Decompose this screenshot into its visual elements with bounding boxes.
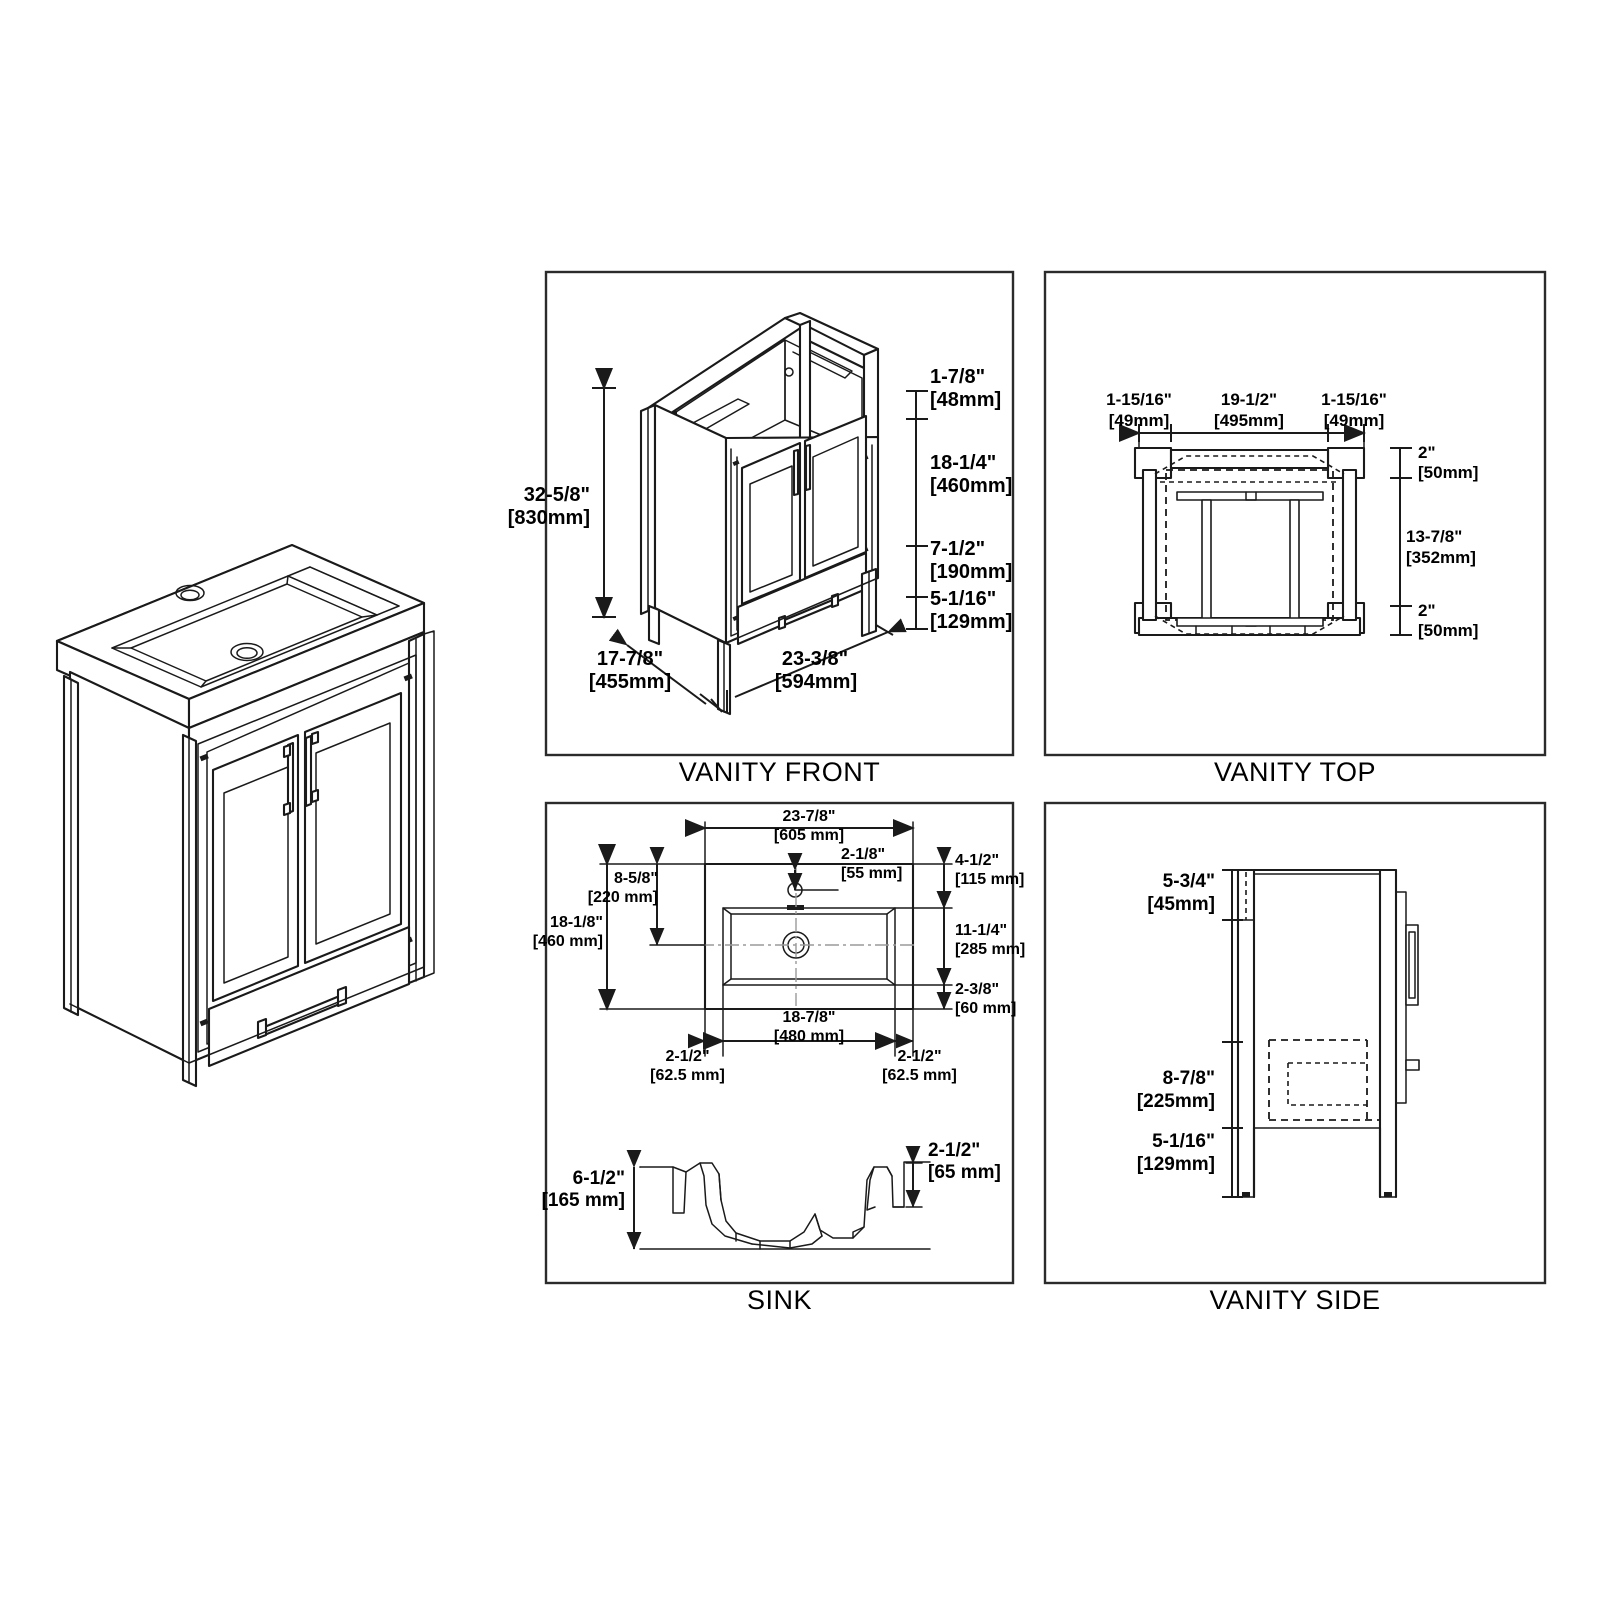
vanity-top-dimension-lines — [1119, 424, 1412, 636]
panel-title-vanity-top: VANITY TOP — [1213, 757, 1377, 787]
dim-vs-drawer-in: 8-7/8" — [1162, 1068, 1215, 1089]
dim-vt-toprail-mm: [50mm] — [1418, 463, 1479, 482]
dim-sink-frontledge-mm: [60 mm] — [955, 1000, 1017, 1017]
dim-vt-rightmargin-in: 1-15/16" — [1321, 390, 1387, 409]
dim-sink-basindepth-mm: [285 mm] — [955, 941, 1026, 958]
dim-sink-width-mm: [605 mm] — [773, 827, 845, 844]
dim-sink-section-height-in: 6-1/2" — [572, 1168, 625, 1189]
dim-vt-innerdepth-mm: [352mm] — [1406, 548, 1476, 567]
dim-vf-drawer-in: 7-1/2" — [930, 538, 986, 560]
dim-vf-leg-in: 5-1/16" — [930, 588, 997, 610]
door-handle-right — [304, 730, 320, 808]
dim-vf-width-in: 23-3/8" — [781, 648, 849, 670]
sink-cross-section — [626, 1145, 931, 1250]
dim-sink-basindepth-in: 11-1/4" — [955, 922, 1008, 939]
vanity-side-dimension-lines — [1222, 869, 1243, 1198]
dim-vt-bottomrail-mm: [50mm] — [1418, 621, 1479, 640]
dim-sink-basincenter-mm: [220 mm] — [587, 889, 658, 906]
dim-vt-innerwidth-mm: [495mm] — [1214, 411, 1284, 430]
dim-vf-topband-in: 1-7/8" — [930, 366, 986, 388]
dim-vs-leg-in: 5-1/16" — [1152, 1131, 1215, 1152]
dim-vf-width-mm: [594mm] — [774, 671, 858, 693]
dim-vf-door-mm: [460mm] — [930, 475, 1013, 497]
dim-sink-leftmargin-in: 2-1/2" — [665, 1048, 710, 1065]
dim-vf-drawer-mm: [190mm] — [930, 561, 1013, 583]
dim-sink-frontledge-in: 2-3/8" — [955, 981, 1000, 998]
dim-vf-door-in: 18-1/4" — [930, 452, 997, 474]
dim-sink-rightmargin-mm: [62.5 mm] — [882, 1067, 957, 1084]
dim-vs-top-mm: [45mm] — [1147, 894, 1215, 915]
dim-sink-depth-in: 18-1/8" — [550, 914, 603, 931]
dim-sink-depth-mm: [460 mm] — [532, 933, 603, 950]
dim-vt-leftmargin-in: 1-15/16" — [1106, 390, 1172, 409]
dim-vs-top-in: 5-3/4" — [1162, 871, 1215, 892]
dim-vf-leg-mm: [129mm] — [930, 611, 1013, 633]
dim-sink-backledge-mm: [115 mm] — [955, 871, 1025, 888]
dim-vt-bottomrail-in: 2" — [1418, 601, 1436, 620]
vanity-top-drawing — [1119, 424, 1412, 637]
dim-vt-leftmargin-mm: [49mm] — [1108, 411, 1170, 430]
dim-vs-leg-mm: [129mm] — [1136, 1154, 1215, 1175]
door-handle-left — [282, 741, 295, 817]
panel-title-sink: SINK — [746, 1285, 813, 1315]
dim-vf-depth-mm: [455mm] — [588, 671, 672, 693]
dim-sink-faucet-in: 2-1/8" — [841, 846, 886, 863]
dim-sink-width-in: 23-7/8" — [782, 808, 836, 825]
dim-sink-basinwidth-mm: [480 mm] — [773, 1028, 845, 1045]
dim-sink-basincenter-in: 8-5/8" — [613, 870, 658, 887]
panel-title-vanity-front: VANITY FRONT — [678, 757, 881, 787]
dim-vt-toprail-in: 2" — [1418, 443, 1436, 462]
dim-sink-rim-height-in: 2-1/2" — [928, 1140, 981, 1161]
vanity-side-drawing — [1222, 868, 1420, 1199]
panel-title-vanity-side: VANITY SIDE — [1209, 1285, 1381, 1315]
drawer-handle — [256, 985, 348, 1040]
dim-vs-drawer-mm: [225mm] — [1136, 1091, 1215, 1112]
dim-sink-rightmargin-in: 2-1/2" — [897, 1048, 942, 1065]
dim-vf-topband-mm: [48mm] — [930, 389, 1002, 411]
dim-sink-faucet-mm: [55 mm] — [841, 865, 903, 882]
dim-vf-height-in: 32-5/8" — [523, 484, 590, 506]
dim-vt-rightmargin-mm: [49mm] — [1323, 411, 1385, 430]
vanity-isometric-illustration — [55, 543, 435, 1088]
dim-sink-rim-height-mm: [65 mm] — [928, 1162, 1001, 1183]
dim-sink-section-height-mm: [165 mm] — [541, 1190, 625, 1211]
dim-sink-leftmargin-mm: [62.5 mm] — [650, 1067, 725, 1084]
dim-vf-height-mm: [830mm] — [507, 507, 590, 529]
dim-sink-backledge-in: 4-1/2" — [955, 852, 1000, 869]
dim-sink-basinwidth-in: 18-7/8" — [782, 1009, 836, 1026]
dim-vt-innerdepth-in: 13-7/8" — [1406, 527, 1463, 546]
dim-vt-innerwidth-in: 19-1/2" — [1220, 390, 1278, 409]
dim-vf-depth-in: 17-7/8" — [596, 648, 664, 670]
